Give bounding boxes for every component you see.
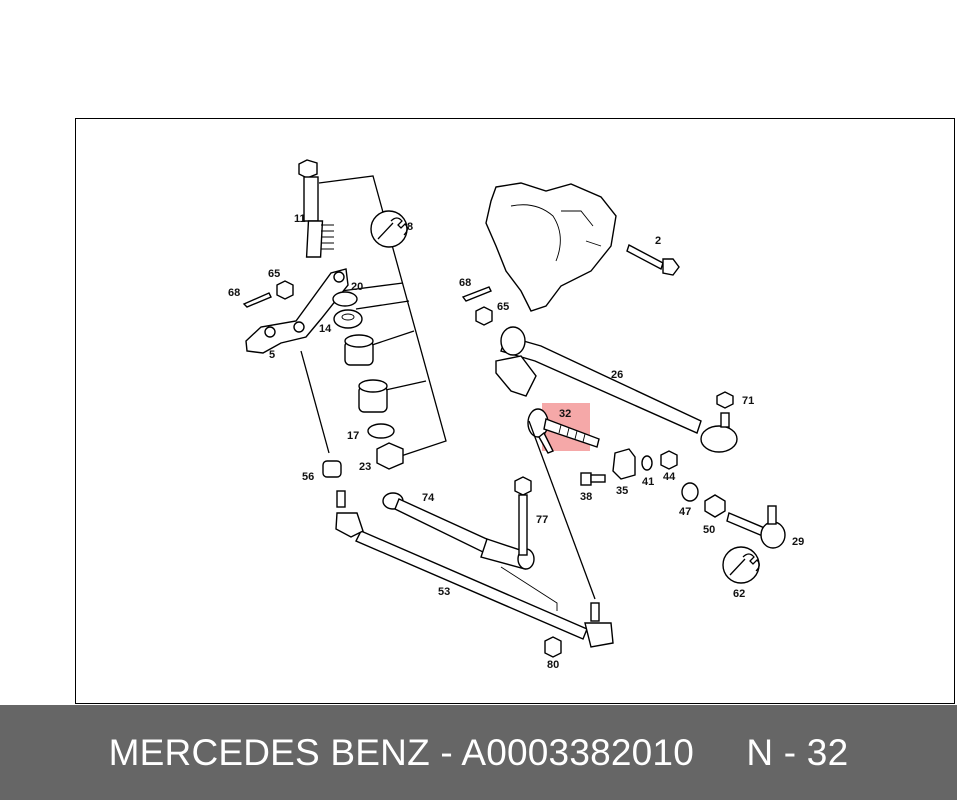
part-number-caption: MERCEDES BENZ - A0003382010 N - 32 — [108, 731, 849, 773]
part-number-footer: MERCEDES BENZ - A0003382010 N - 32 — [0, 705, 957, 800]
bolt-2 — [626, 243, 680, 276]
wrench-icon — [370, 210, 408, 248]
label-44: 44 — [663, 471, 676, 483]
bolt-11 — [298, 159, 334, 258]
drag-link-26 — [500, 326, 738, 453]
nut-23 — [376, 442, 404, 470]
label-77: 77 — [536, 514, 548, 526]
label-71: 71 — [742, 395, 754, 407]
nut-80 — [544, 636, 562, 658]
label-23: 23 — [359, 461, 371, 473]
pitman-arm-5 — [245, 268, 349, 354]
label-68-left: 68 — [228, 287, 240, 299]
bushing-lower — [358, 379, 388, 413]
idler-bracket — [495, 355, 537, 397]
washer-17 — [367, 423, 395, 439]
parts-diagram-frame: 2 5 8 11 14 17 20 23 26 29 32 35 38 41 4… — [75, 118, 955, 704]
label-8: 8 — [407, 221, 413, 233]
label-32: 32 — [559, 408, 571, 420]
steering-damper-74 — [382, 492, 558, 611]
left-bracket-assembly — [242, 159, 447, 478]
castle-nut-65 — [276, 280, 294, 300]
label-50: 50 — [703, 524, 715, 536]
hardware-set — [580, 448, 726, 518]
label-5: 5 — [269, 349, 275, 361]
washer-14 — [333, 309, 363, 329]
label-80: 80 — [547, 659, 559, 671]
tie-rod-end-29 — [726, 505, 786, 549]
cotter-pin-68 — [242, 292, 272, 308]
bushing-upper — [344, 334, 374, 366]
label-47: 47 — [679, 506, 691, 518]
label-29: 29 — [792, 536, 804, 548]
tie-rod-53 — [335, 490, 614, 648]
label-56: 56 — [302, 471, 314, 483]
steering-gear-box — [485, 182, 617, 312]
label-26: 26 — [611, 369, 623, 381]
label-14: 14 — [319, 323, 332, 335]
washer-20 — [332, 291, 358, 307]
label-62: 62 — [733, 588, 745, 600]
cotter-pin-68-right — [461, 286, 492, 302]
label-20: 20 — [351, 281, 363, 293]
part-labels: 2 5 8 11 14 17 20 23 26 29 32 35 38 41 4… — [228, 213, 804, 671]
label-65-right: 65 — [497, 301, 509, 313]
cap-56 — [322, 460, 342, 478]
label-35: 35 — [616, 485, 628, 497]
label-41: 41 — [642, 476, 654, 488]
label-65-left: 65 — [268, 268, 280, 280]
tie-rod-end-32 — [527, 403, 600, 454]
castle-nut-65-right — [475, 306, 493, 326]
label-17: 17 — [347, 430, 359, 442]
exploded-parts-diagram: 2 5 8 11 14 17 20 23 26 29 32 35 38 41 4… — [228, 159, 804, 671]
label-53: 53 — [438, 586, 450, 598]
label-68-right: 68 — [459, 277, 471, 289]
label-74: 74 — [422, 492, 435, 504]
wrench-icon-62 — [722, 546, 760, 584]
label-11: 11 — [294, 213, 306, 225]
bolt-77 — [514, 476, 532, 556]
label-2: 2 — [655, 235, 661, 247]
label-38: 38 — [580, 491, 592, 503]
